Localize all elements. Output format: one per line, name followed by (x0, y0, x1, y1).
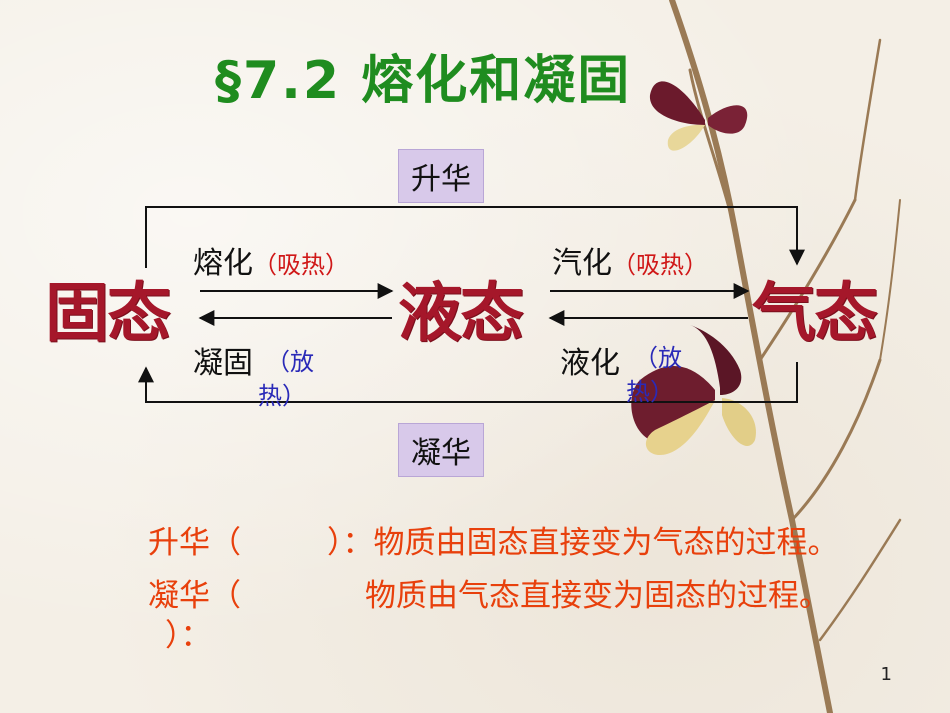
liquefaction-note-line1: （放 (634, 344, 682, 372)
solidification-label: 凝固 (193, 346, 253, 381)
deposition-term: 凝华（ (148, 578, 241, 614)
deposition-text: 物质由气态直接变为固态的过程。 (365, 578, 830, 614)
solidification-note-line1: （放 (266, 348, 314, 376)
liquefaction-label: 液化 (560, 346, 620, 381)
melting-label: 熔化（吸热） (193, 238, 349, 282)
sublimation-definition: 升华（ ）：物质由固态直接变为气态的过程。 (148, 517, 839, 562)
liquid-state: 液态 (398, 277, 524, 351)
vaporization-text: 汽化 (552, 246, 612, 281)
deposition-close: ）： (165, 618, 212, 654)
vaporization-note: （吸热） (612, 251, 708, 279)
sublimation-close: ）： (327, 525, 374, 561)
page-title: §7.2 熔化和凝固 (215, 51, 632, 111)
melting-note: （吸热） (253, 251, 349, 279)
solidification-note-line2: 热） (258, 382, 306, 410)
sublimation-term: 升华（ (148, 525, 241, 561)
vaporization-label: 汽化（吸热） (552, 238, 708, 282)
deposition-definition: 凝华（ 物质由气态直接变为固态的过程。 (148, 570, 830, 615)
sublimation-text: 物质由固态直接变为气态的过程。 (373, 525, 839, 561)
solid-state: 固态 (45, 277, 171, 351)
deposition-label: 凝华 (398, 423, 484, 477)
melting-text: 熔化 (193, 246, 253, 281)
sublimation-label: 升华 (398, 149, 484, 203)
liquefaction-note-line2: 热） (626, 378, 674, 406)
page-number: 1 (880, 664, 892, 685)
gas-state: 气态 (752, 277, 878, 351)
